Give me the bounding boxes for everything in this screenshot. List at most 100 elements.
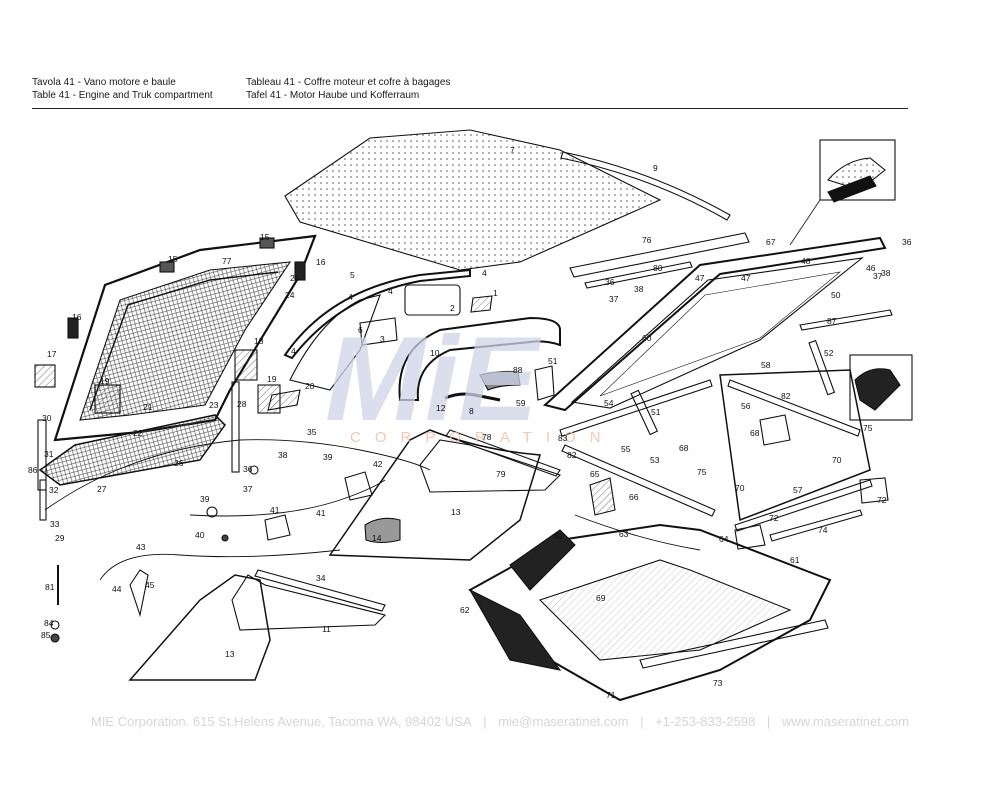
callout-70: 70	[832, 455, 842, 465]
callout-1: 1	[493, 288, 498, 298]
part-lid-seal-63	[574, 514, 701, 551]
part-clip-15a	[159, 261, 175, 273]
part-panel-62	[468, 588, 562, 671]
callout-83: 83	[558, 433, 568, 443]
part-panel-48	[509, 529, 576, 591]
callout-64: 64	[719, 534, 729, 544]
callout-50: 50	[831, 290, 841, 300]
watermark-subtext: CORPORATION	[350, 429, 615, 446]
callout-77: 77	[222, 256, 232, 266]
part-bracket-72b	[734, 524, 766, 550]
part-nut-84	[50, 620, 60, 630]
callout-19: 19	[100, 376, 110, 386]
callout-9: 9	[653, 163, 658, 173]
callout-14: 14	[372, 533, 382, 543]
callout-13: 13	[225, 649, 235, 659]
part-vent-17	[34, 364, 56, 388]
part-vent-18	[234, 349, 258, 381]
part-trim-76	[569, 232, 750, 278]
callout-39: 39	[200, 494, 210, 504]
part-window-11	[231, 574, 387, 631]
callout-66: 66	[629, 492, 639, 502]
part-cable-40	[189, 479, 386, 517]
title-french: Tableau 41 - Coffre moteur et cofre à ba…	[246, 77, 451, 88]
callout-82: 82	[567, 450, 577, 460]
callout-25: 25	[290, 273, 300, 283]
callout-72: 72	[769, 513, 779, 523]
part-bracket-16a	[67, 317, 79, 339]
callout-75: 75	[863, 423, 873, 433]
detail-inset-top	[819, 139, 896, 201]
callout-43: 43	[136, 542, 146, 552]
part-window-frame-10	[398, 316, 561, 401]
callout-82: 82	[781, 391, 791, 401]
header-title-right: Tableau 41 - Coffre moteur et cofre à ba…	[246, 77, 450, 102]
callout-19: 19	[267, 374, 277, 384]
footer-separator: |	[766, 714, 771, 729]
footer-phone: +1-253-833-2598	[655, 714, 756, 729]
callout-63: 63	[619, 529, 629, 539]
part-strip-34	[254, 569, 386, 612]
callout-61: 61	[790, 555, 800, 565]
callout-24: 24	[285, 290, 295, 300]
part-bracket-53	[759, 414, 791, 446]
callout-36: 36	[243, 464, 253, 474]
part-engine-hood-mesh	[79, 261, 292, 421]
watermark-logo: MiE	[325, 312, 542, 446]
callout-65: 65	[590, 469, 600, 479]
callout-68: 68	[750, 428, 760, 438]
part-handle-88	[479, 370, 521, 391]
part-trunk-tub	[468, 523, 832, 702]
callout-38: 38	[278, 450, 288, 460]
callout-67: 67	[766, 237, 776, 247]
part-rail-56	[727, 379, 861, 437]
part-trim-80	[584, 261, 693, 289]
part-side-panel-13b	[128, 574, 271, 681]
detail-inset-mid	[849, 354, 913, 421]
footer-email[interactable]: mie@maseratinet.com	[498, 714, 629, 729]
callout-88: 88	[513, 365, 523, 375]
part-latch-41	[264, 514, 291, 541]
page-footer: MIE Corporation. 615 St.Helens Avenue, T…	[0, 714, 1000, 729]
callout-36: 36	[902, 237, 912, 247]
header-title-left: Tavola 41 - Vano motore e baule Table 41…	[32, 77, 213, 102]
callout-46: 46	[866, 263, 876, 273]
callout-81: 81	[45, 582, 55, 592]
callout-18: 18	[254, 336, 264, 346]
callout-69: 69	[596, 593, 606, 603]
callout-80: 80	[653, 263, 663, 273]
callout-35: 35	[307, 427, 317, 437]
callout-37: 37	[609, 294, 619, 304]
callout-85: 85	[41, 630, 51, 640]
part-plate-20	[267, 389, 301, 411]
part-bracket-50	[534, 365, 555, 401]
part-spring-38	[206, 506, 218, 518]
callout-60: 60	[642, 333, 652, 343]
callout-32: 32	[49, 485, 59, 495]
callout-33: 33	[50, 519, 60, 529]
part-strip-9	[560, 151, 731, 221]
callout-6: 6	[358, 325, 363, 335]
title-english: Table 41 - Engine and Truk compartment	[32, 89, 213, 101]
callout-39: 39	[323, 452, 333, 462]
callout-76: 76	[642, 235, 652, 245]
callout-29: 29	[55, 533, 65, 543]
callout-37: 37	[873, 271, 883, 281]
part-window-79	[419, 439, 562, 493]
part-bracket-72	[859, 477, 889, 504]
callout-40: 40	[195, 530, 205, 540]
part-cable-42	[99, 549, 341, 581]
callout-12: 12	[436, 403, 446, 413]
part-lower-grille	[38, 414, 226, 486]
callout-3: 3	[380, 334, 385, 344]
callout-79: 79	[496, 469, 506, 479]
part-latch-41b	[344, 471, 373, 501]
callout-17: 17	[47, 349, 57, 359]
callout-13: 13	[451, 507, 461, 517]
callout-87: 87	[827, 316, 837, 326]
callout-36: 36	[605, 277, 615, 287]
footer-website[interactable]: www.maseratinet.com	[781, 714, 910, 729]
part-clip-1	[470, 295, 493, 313]
part-mirror-3	[359, 317, 398, 346]
callout-22: 22	[133, 428, 143, 438]
